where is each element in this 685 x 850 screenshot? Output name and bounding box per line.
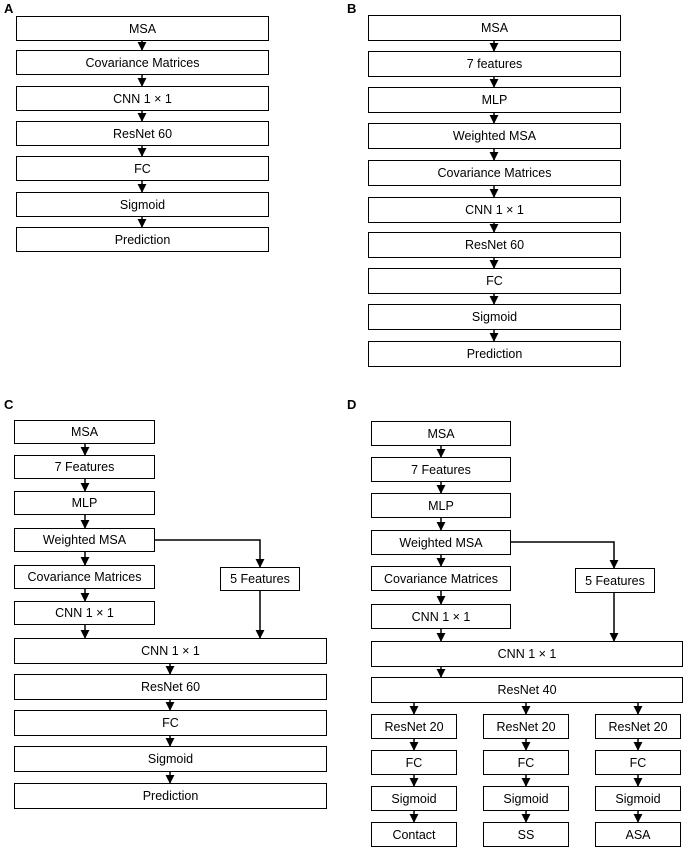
panel-d-branch-1-contact: Contact [371,822,457,847]
panel-d-box-5-features: 5 Features [575,568,655,593]
panel-d-box-mlp: MLP [371,493,511,518]
panel-b-box-msa: MSA [368,15,621,41]
panel-d-box-msa: MSA [371,421,511,446]
panel-label-a: A [4,1,14,16]
panel-label-b: B [347,1,357,16]
panel-d-branch-1-resnet-20: ResNet 20 [371,714,457,739]
panel-a-box-covariance-matrices: Covariance Matrices [16,50,269,75]
panel-d-branch-1-sigmoid: Sigmoid [371,786,457,811]
panel-c-box-mlp: MLP [14,491,155,515]
panel-b-box-prediction: Prediction [368,341,621,367]
panel-d-box-covariance-matrices: Covariance Matrices [371,566,511,591]
panel-d-branch-3-fc: FC [595,750,681,775]
panel-c-box-5-features: 5 Features [220,567,300,591]
panel-c-box-msa: MSA [14,420,155,444]
panel-a-box-resnet: ResNet 60 [16,121,269,146]
panel-c-box-fc: FC [14,710,327,736]
panel-d-branch-2-resnet-20: ResNet 20 [483,714,569,739]
panel-b-box-resnet: ResNet 60 [368,232,621,258]
panel-d-branch-3-resnet-20: ResNet 20 [595,714,681,739]
panel-b-box-7-features: 7 features [368,51,621,77]
panel-b-box-mlp: MLP [368,87,621,113]
panel-label-c: C [4,397,14,412]
panel-c-box-covariance-matrices: Covariance Matrices [14,565,155,589]
panel-a-box-cnn: CNN 1 × 1 [16,86,269,111]
panel-b-box-covariance-matrices: Covariance Matrices [368,160,621,186]
panel-a-box-prediction: Prediction [16,227,269,252]
panel-b-box-fc: FC [368,268,621,294]
panel-b-box-cnn: CNN 1 × 1 [368,197,621,223]
panel-c-box-cnn-wide: CNN 1 × 1 [14,638,327,664]
panel-a-box-fc: FC [16,156,269,181]
panel-d-branch-3-sigmoid: Sigmoid [595,786,681,811]
panel-d-branch-2-ss: SS [483,822,569,847]
panel-b-box-weighted-msa: Weighted MSA [368,123,621,149]
panel-d-branch-1-fc: FC [371,750,457,775]
panel-d-box-weighted-msa: Weighted MSA [371,530,511,555]
panel-a-box-sigmoid: Sigmoid [16,192,269,217]
panel-c-box-resnet: ResNet 60 [14,674,327,700]
panel-c-box-7-features: 7 Features [14,455,155,479]
panel-d-branch-2-sigmoid: Sigmoid [483,786,569,811]
panel-c-box-weighted-msa: Weighted MSA [14,528,155,552]
panel-d-arrow-to-5-features [511,541,619,569]
panel-d-box-cnn-small: CNN 1 × 1 [371,604,511,629]
panel-c-box-prediction: Prediction [14,783,327,809]
panel-c-box-cnn-small: CNN 1 × 1 [14,601,155,625]
panel-label-d: D [347,397,357,412]
panel-d-branch-3-asa: ASA [595,822,681,847]
panel-d-box-cnn-wide: CNN 1 × 1 [371,641,683,667]
panel-c-box-sigmoid: Sigmoid [14,746,327,772]
panel-c-arrow-to-5-features [155,539,265,568]
panel-d-branch-2-fc: FC [483,750,569,775]
panel-d-box-resnet-40: ResNet 40 [371,677,683,703]
panel-d-box-7-features: 7 Features [371,457,511,482]
panel-b-box-sigmoid: Sigmoid [368,304,621,330]
panel-a-box-msa: MSA [16,16,269,41]
